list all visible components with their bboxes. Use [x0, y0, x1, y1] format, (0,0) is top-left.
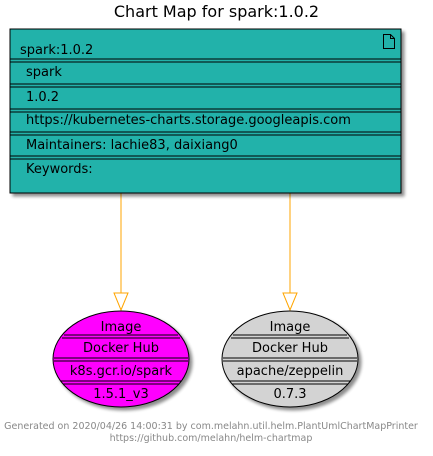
chart-field-name: spark — [26, 65, 62, 80]
image-node-2-repository: Docker Hub — [252, 341, 328, 356]
chart-node — [9, 28, 402, 194]
image-node-1-tag: 1.5.1_v3 — [93, 387, 149, 402]
chart-field-repo-url: https://kubernetes-charts.storage.google… — [26, 113, 351, 128]
footer-url-line: https://github.com/melahn/helm-chartmap — [110, 433, 313, 444]
chart-node-content: spark:1.0.2 spark 1.0.2 https://kubernet… — [10, 34, 401, 177]
document-icon — [383, 34, 395, 49]
image-node-1-title: Image — [101, 320, 142, 335]
footer: Generated on 2020/04/26 14:00:31 by com.… — [4, 421, 418, 444]
chart-node-box — [9, 28, 402, 194]
footer-generated-line: Generated on 2020/04/26 14:00:31 by com.… — [4, 421, 418, 432]
chart-field-version: 1.0.2 — [26, 90, 59, 105]
image-node-1: Image Docker Hub k8s.gcr.io/spark 1.5.1_… — [52, 310, 190, 408]
edge-chart-to-image-2 — [282, 193, 298, 312]
image-node-2: Image Docker Hub apache/zeppelin 0.7.3 — [221, 310, 359, 408]
image-node-2-tag: 0.7.3 — [273, 387, 306, 402]
chart-node-name: spark:1.0.2 — [20, 43, 93, 58]
edge-chart-to-image-1 — [113, 193, 129, 312]
image-node-1-repository: Docker Hub — [83, 341, 159, 356]
diagram-title: Chart Map for spark:1.0.2 — [114, 2, 319, 21]
image-node-2-name: apache/zeppelin — [237, 364, 344, 379]
chart-field-keywords: Keywords: — [26, 162, 93, 177]
image-node-2-title: Image — [270, 320, 311, 335]
dependency-edges — [113, 193, 298, 312]
image-node-1-name: k8s.gcr.io/spark — [70, 364, 173, 379]
chart-field-maintainers: Maintainers: lachie83, daixiang0 — [26, 138, 238, 153]
